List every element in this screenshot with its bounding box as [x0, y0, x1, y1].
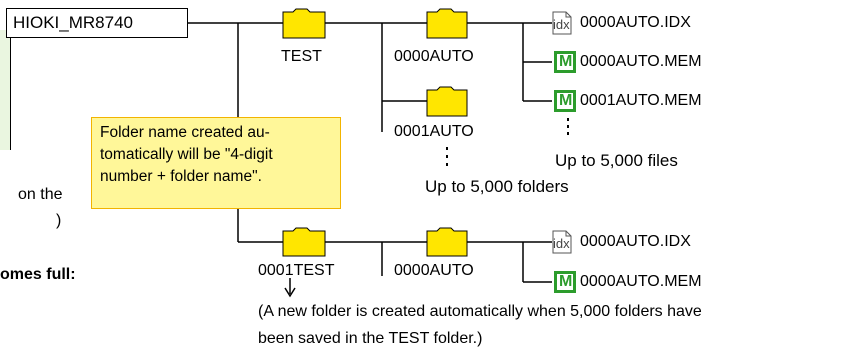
folder-icon [426, 227, 468, 257]
new-folder-note: been saved in the TEST folder.) [258, 330, 483, 347]
callout-line: Folder name created au- [100, 124, 270, 141]
folder-label-0001test: 0001TEST [258, 262, 335, 279]
folder-icon [426, 8, 468, 39]
left-text-fragment: on the [18, 186, 63, 203]
folder-icon [426, 86, 468, 117]
folder-icon [282, 227, 326, 257]
callout-line: number + folder name". [100, 168, 262, 185]
mem-file-icon [554, 51, 576, 73]
file-label-idx: 0000AUTO.IDX [580, 233, 691, 250]
file-label-mem: 0001AUTO.MEM [580, 92, 702, 109]
left-panel-fill [0, 30, 10, 150]
file-label-mem: 0000AUTO.MEM [580, 273, 702, 290]
folder-label-0000auto: 0000AUTO [394, 48, 474, 65]
file-label-idx: 0000AUTO.IDX [580, 14, 691, 31]
files-limit-note: Up to 5,000 files [555, 151, 678, 170]
folder-label-0001auto: 0001AUTO [394, 123, 474, 140]
folder-label-0000auto-b: 0000AUTO [394, 262, 474, 279]
left-text-fragment: omes full: [0, 266, 76, 283]
mem-file-icon [554, 271, 576, 293]
mem-icon-label: M [559, 53, 573, 70]
idx-file-icon [552, 230, 572, 254]
mem-icon-label: M [559, 273, 573, 290]
folders-limit-note: Up to 5,000 folders [425, 177, 569, 196]
new-folder-note: (A new folder is created automatically w… [258, 303, 702, 320]
callout-line: tomatically will be "4-digit [100, 146, 273, 163]
idx-file-icon [552, 11, 572, 35]
root-folder-label: HIOKI_MR8740 [13, 13, 133, 32]
idx-icon-label: idx [553, 236, 570, 251]
folder-label-test: TEST [281, 48, 322, 65]
mem-icon-label: M [559, 92, 573, 109]
left-panel-border [10, 30, 11, 150]
file-label-mem: 0000AUTO.MEM [580, 53, 702, 70]
folder-name-callout: Folder name created au- tomatically will… [91, 117, 341, 209]
mem-file-icon [554, 90, 576, 112]
idx-icon-label: idx [553, 17, 570, 32]
root-folder-box: HIOKI_MR8740 [6, 8, 188, 38]
folder-icon [282, 8, 326, 39]
left-text-fragment: ) [56, 212, 62, 229]
